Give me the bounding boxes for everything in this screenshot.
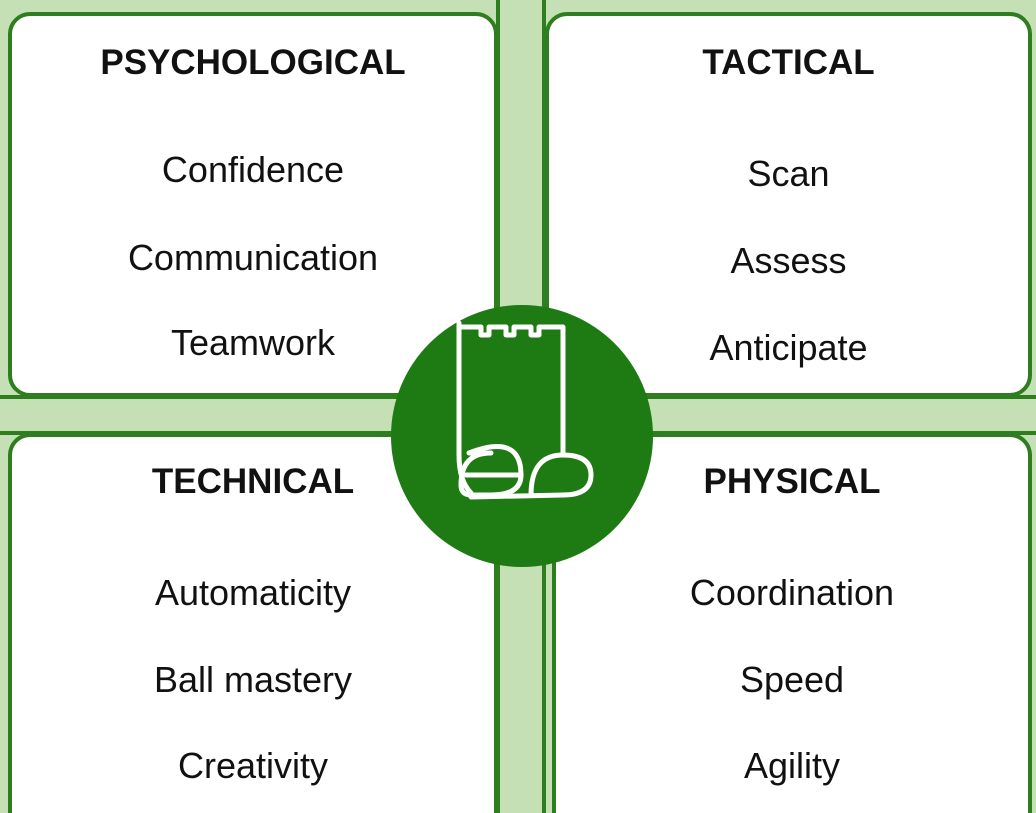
psychological-title: PSYCHOLOGICAL	[100, 43, 406, 82]
physical-item-1: Coordination	[689, 572, 895, 613]
tactical-item-2: Assess	[730, 240, 847, 281]
psychological-item-1: Confidence	[161, 149, 345, 190]
technical-title: TECHNICAL	[151, 462, 355, 501]
eb-castle-logo-icon	[391, 305, 653, 567]
psychological-box: PSYCHOLOGICAL Confidence Communication T…	[8, 12, 498, 397]
eb-logo-glyph-icon	[456, 320, 594, 500]
physical-title: PHYSICAL	[703, 462, 881, 501]
tactical-item-1: Scan	[747, 153, 830, 194]
tactical-title: TACTICAL	[702, 43, 875, 82]
technical-item-3: Creativity	[177, 745, 329, 786]
physical-item-2: Speed	[739, 659, 845, 700]
technical-item-2: Ball mastery	[153, 659, 353, 700]
physical-item-3: Agility	[743, 745, 841, 786]
tactical-box: TACTICAL Scan Assess Anticipate	[545, 12, 1032, 397]
psychological-item-3: Teamwork	[170, 322, 336, 363]
psychological-item-2: Communication	[127, 237, 379, 278]
tactical-item-3: Anticipate	[709, 327, 868, 368]
technical-item-1: Automaticity	[154, 572, 352, 613]
